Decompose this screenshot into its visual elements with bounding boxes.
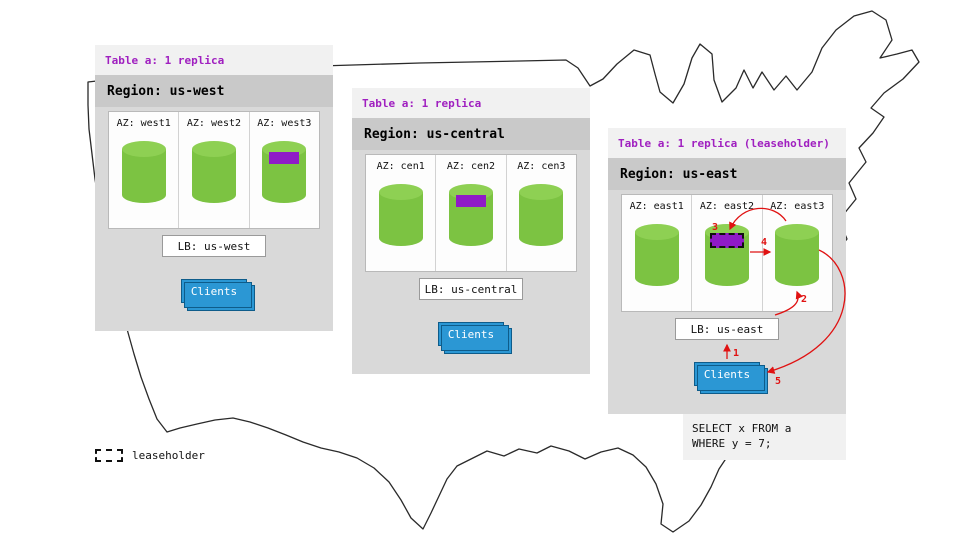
- az-container: AZ: west1 AZ: west2 AZ: west3: [108, 111, 320, 229]
- az-cell-west1: AZ: west1: [109, 112, 180, 228]
- az-cell-east2: AZ: east2: [692, 195, 763, 311]
- az-label: AZ: cen1: [376, 161, 425, 172]
- region-title: Region: us-west: [95, 75, 333, 107]
- az-cell-east3: AZ: east3: [763, 195, 832, 311]
- region-panel-us-west: Table a: 1 replica Region: us-west AZ: w…: [95, 45, 333, 331]
- load-balancer-us-east: LB: us-east: [675, 318, 779, 340]
- az-cell-east1: AZ: east1: [622, 195, 693, 311]
- sql-query-text: SELECT x FROM a WHERE y = 7;: [683, 414, 846, 460]
- az-label: AZ: east2: [699, 201, 755, 212]
- region-title: Region: us-east: [608, 158, 846, 190]
- database-cylinder-icon: [448, 184, 493, 246]
- az-label: AZ: west1: [116, 118, 171, 129]
- region-panel-us-central: Table a: 1 replica Region: us-central AZ…: [352, 88, 590, 374]
- database-cylinder-icon: [634, 224, 679, 286]
- az-cell-cen1: AZ: cen1: [366, 155, 437, 271]
- region-title: Region: us-central: [352, 118, 590, 150]
- table-replica-label: Table a: 1 replica: [95, 45, 333, 75]
- clients-box-us-central: Clients: [438, 322, 512, 354]
- replica-marker: [455, 195, 486, 207]
- az-container: AZ: cen1 AZ: cen2 AZ: cen3: [365, 154, 577, 272]
- az-cell-cen2: AZ: cen2: [436, 155, 507, 271]
- az-cell-west3: AZ: west3: [250, 112, 319, 228]
- table-replica-leaseholder-label: Table a: 1 replica (leaseholder): [608, 128, 846, 158]
- load-balancer-us-west: LB: us-west: [162, 235, 266, 257]
- legend-label: leaseholder: [132, 449, 205, 462]
- region-panel-us-east: Table a: 1 replica (leaseholder) Region:…: [608, 128, 846, 414]
- database-cylinder-icon: [262, 141, 307, 203]
- az-label: AZ: cen3: [517, 161, 566, 172]
- az-label: AZ: west2: [186, 118, 242, 129]
- clients-box-us-east: Clients: [694, 362, 768, 394]
- database-cylinder-icon: [191, 141, 236, 203]
- az-container: AZ: east1 AZ: east2 AZ: east3: [621, 194, 833, 312]
- az-label: AZ: cen2: [446, 161, 496, 172]
- leaseholder-swatch-icon: [95, 449, 123, 462]
- database-cylinder-icon: [775, 224, 820, 286]
- clients-box-us-west: Clients: [181, 279, 255, 311]
- database-cylinder-icon: [378, 184, 423, 246]
- load-balancer-us-central: LB: us-central: [419, 278, 523, 300]
- az-label: AZ: west3: [257, 118, 312, 129]
- replica-marker: [269, 152, 300, 164]
- legend: leaseholder: [95, 449, 205, 462]
- az-cell-cen3: AZ: cen3: [507, 155, 576, 271]
- database-cylinder-icon: [121, 141, 166, 203]
- az-label: AZ: east3: [770, 201, 825, 212]
- az-label: AZ: east1: [629, 201, 684, 212]
- table-replica-label: Table a: 1 replica: [352, 88, 590, 118]
- database-cylinder-icon: [519, 184, 564, 246]
- leaseholder-replica-marker: [709, 233, 744, 248]
- az-cell-west2: AZ: west2: [179, 112, 250, 228]
